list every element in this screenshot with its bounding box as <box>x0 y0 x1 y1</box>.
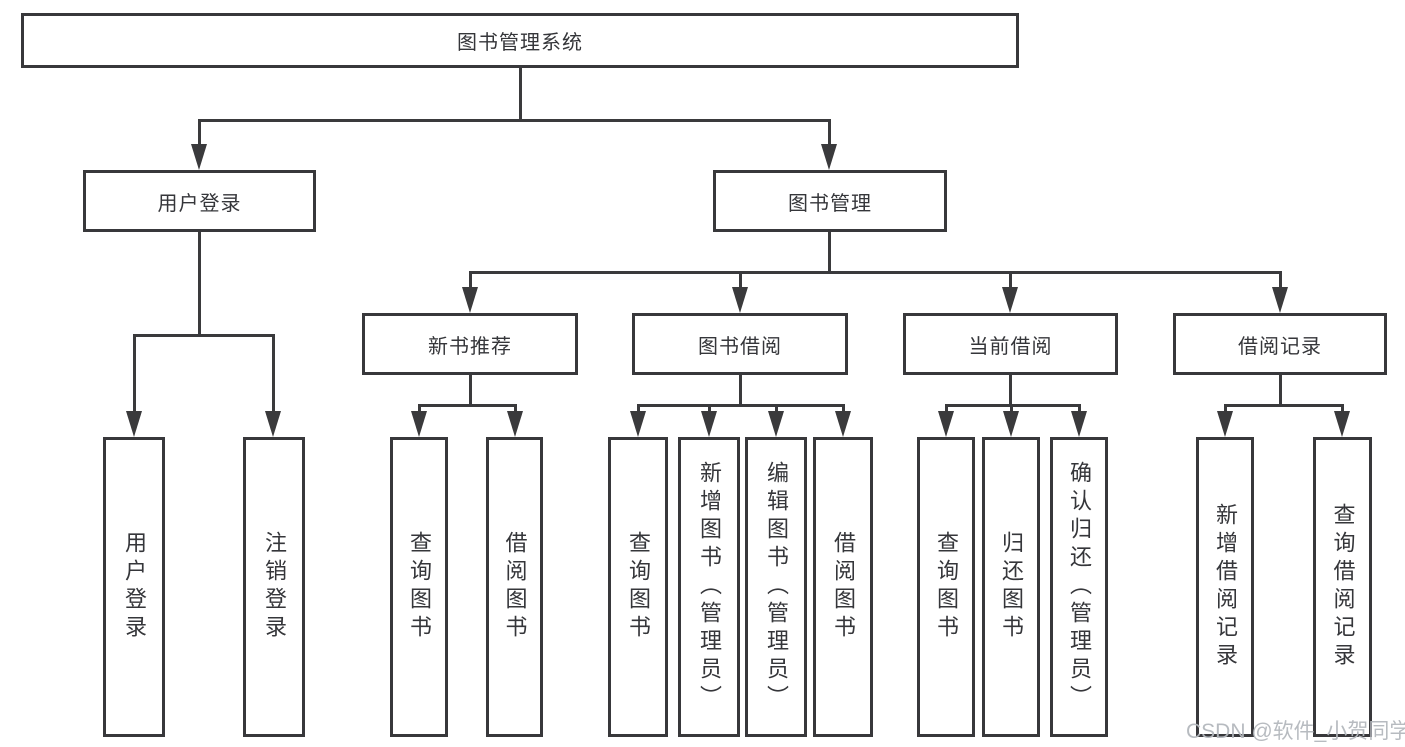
connector-line <box>133 334 136 414</box>
node-label: 图书借阅 <box>698 335 782 358</box>
node-label: 当前借阅 <box>968 335 1053 358</box>
node-label: 查询借阅记录 <box>1330 503 1356 671</box>
arrow-down-icon <box>126 411 142 437</box>
arrow-down-icon <box>1217 411 1233 437</box>
leaf-current-return-books: 归还图书 <box>982 437 1040 737</box>
connector-line <box>1341 404 1344 416</box>
leaf-borrow-edit-books-admin: 编辑图书（管理员） <box>745 437 807 737</box>
leaf-borrow-add-books-admin: 新增图书（管理员） <box>678 437 740 737</box>
node-label: 新书推荐 <box>428 335 512 358</box>
connector-line <box>828 232 831 274</box>
leaf-current-query-books: 查询图书 <box>917 437 975 737</box>
arrow-down-icon <box>835 411 851 437</box>
arrow-down-icon <box>462 287 478 313</box>
node-label: 图书管理 <box>788 192 872 215</box>
node-label: 查询图书 <box>626 531 651 643</box>
node-label: 借阅记录 <box>1238 335 1322 358</box>
arrow-down-icon <box>768 411 784 437</box>
arrow-down-icon <box>411 411 427 437</box>
arrow-down-icon <box>732 287 748 313</box>
node-label: 用户登录 <box>157 192 242 215</box>
arrow-down-icon <box>1071 411 1087 437</box>
node-label: 新增借阅记录 <box>1213 503 1238 671</box>
leaf-borrow-borrow-books: 借阅图书 <box>813 437 873 737</box>
node-label: 查询图书 <box>934 531 959 643</box>
leaf-records-query-record: 查询借阅记录 <box>1313 437 1372 737</box>
arrow-down-icon <box>1003 411 1019 437</box>
leaf-logout: 注销登录 <box>243 437 305 737</box>
connector-line <box>828 119 831 149</box>
connector-line <box>469 271 1282 274</box>
connector-line <box>637 404 640 416</box>
arrow-down-icon <box>191 144 207 170</box>
connector-line <box>519 68 522 121</box>
arrow-down-icon <box>938 411 954 437</box>
node-label: 归还图书 <box>999 531 1024 643</box>
node-label: 编辑图书（管理员） <box>764 461 789 713</box>
leaf-borrow-query-books: 查询图书 <box>608 437 668 737</box>
connector-line <box>637 404 845 407</box>
connector-line <box>133 334 275 337</box>
connector-line <box>418 404 421 416</box>
connector-line <box>1224 404 1227 416</box>
node-label: 确认归还（管理员） <box>1067 461 1092 713</box>
connector-line <box>1224 404 1344 407</box>
connector-line <box>1009 271 1012 291</box>
connector-line <box>842 404 845 416</box>
node-label: 用户登录 <box>122 531 147 643</box>
node-user-login-group: 用户登录 <box>83 170 316 232</box>
arrow-down-icon <box>630 411 646 437</box>
connector-line <box>1010 404 1013 416</box>
connector-line <box>514 404 517 416</box>
arrow-down-icon <box>1272 287 1288 313</box>
connector-line <box>272 334 275 414</box>
connector-line <box>739 375 742 407</box>
leaf-user-login: 用户登录 <box>103 437 165 737</box>
arrow-down-icon <box>1002 287 1018 313</box>
node-label: 新增图书（管理员） <box>697 461 722 713</box>
arrow-down-icon <box>265 411 281 437</box>
connector-line <box>708 404 711 416</box>
node-current-borrow: 当前借阅 <box>903 313 1118 375</box>
node-label: 图书管理系统 <box>457 32 583 54</box>
connector-line <box>418 404 517 407</box>
node-borrow-records: 借阅记录 <box>1173 313 1387 375</box>
connector-line <box>1078 404 1081 416</box>
connector-line <box>198 119 831 122</box>
node-new-book-recommend: 新书推荐 <box>362 313 578 375</box>
node-label: 借阅图书 <box>502 531 528 643</box>
connector-line <box>198 232 201 337</box>
arrow-down-icon <box>821 144 837 170</box>
csdn-watermark: CSDN @软件_小贺同学 <box>1186 720 1405 743</box>
connector-line <box>1009 375 1012 407</box>
node-book-management: 图书管理 <box>713 170 947 232</box>
connector-line <box>739 271 742 291</box>
connector-line <box>775 404 778 416</box>
node-book-borrow: 图书借阅 <box>632 313 848 375</box>
leaf-records-add-record: 新增借阅记录 <box>1196 437 1254 737</box>
leaf-current-confirm-return-admin: 确认归还（管理员） <box>1050 437 1108 737</box>
arrow-down-icon <box>1334 411 1350 437</box>
leaf-newbook-borrow-books: 借阅图书 <box>486 437 543 737</box>
connector-line <box>469 375 472 407</box>
connector-line <box>1279 375 1282 407</box>
arrow-down-icon <box>507 411 523 437</box>
node-label: 查询图书 <box>407 531 432 643</box>
node-label: 借阅图书 <box>831 531 856 643</box>
arrow-down-icon <box>701 411 717 437</box>
node-label: 注销登录 <box>262 531 287 643</box>
node-root-library-system: 图书管理系统 <box>21 13 1019 68</box>
connector-line <box>1279 271 1282 291</box>
connector-line <box>198 119 201 149</box>
connector-line <box>469 271 472 291</box>
connector-line <box>945 404 948 416</box>
connector-line <box>945 404 1081 407</box>
leaf-newbook-query-books: 查询图书 <box>390 437 448 737</box>
